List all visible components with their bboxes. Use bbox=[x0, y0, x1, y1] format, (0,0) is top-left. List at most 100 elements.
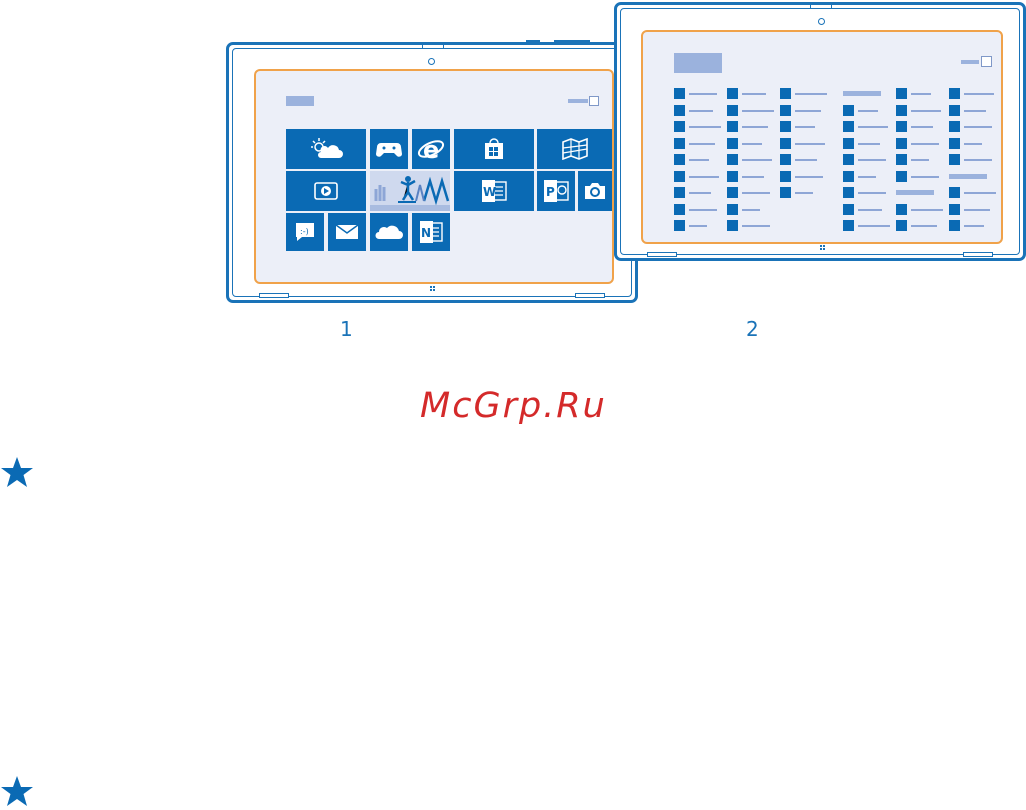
app-label[interactable] bbox=[858, 225, 890, 227]
app-icon[interactable] bbox=[843, 187, 854, 198]
app-label[interactable] bbox=[911, 143, 939, 145]
app-label[interactable] bbox=[964, 110, 986, 112]
app-label[interactable] bbox=[689, 159, 709, 161]
app-icon[interactable] bbox=[780, 105, 791, 116]
app-label[interactable] bbox=[858, 126, 888, 128]
app-icon[interactable] bbox=[843, 154, 854, 165]
app-icon[interactable] bbox=[727, 138, 738, 149]
app-label[interactable] bbox=[689, 143, 715, 145]
app-label[interactable] bbox=[911, 93, 931, 95]
app-label[interactable] bbox=[795, 93, 827, 95]
app-label[interactable] bbox=[964, 159, 992, 161]
app-icon[interactable] bbox=[896, 138, 907, 149]
windows-button-icon[interactable] bbox=[430, 286, 435, 291]
app-icon[interactable] bbox=[727, 154, 738, 165]
app-label[interactable] bbox=[858, 110, 878, 112]
app-icon[interactable] bbox=[674, 88, 685, 99]
app-label[interactable] bbox=[689, 225, 707, 227]
app-icon[interactable] bbox=[674, 138, 685, 149]
app-icon[interactable] bbox=[727, 204, 738, 215]
app-label[interactable] bbox=[742, 176, 764, 178]
tile-maps[interactable] bbox=[537, 129, 612, 169]
app-icon[interactable] bbox=[843, 204, 854, 215]
app-label[interactable] bbox=[964, 126, 992, 128]
app-label[interactable] bbox=[795, 126, 815, 128]
tile-store[interactable] bbox=[454, 129, 534, 169]
app-label[interactable] bbox=[742, 209, 760, 211]
app-label[interactable] bbox=[742, 143, 762, 145]
tile-video[interactable] bbox=[286, 171, 366, 211]
app-icon[interactable] bbox=[949, 220, 960, 231]
tile-powerpoint[interactable]: P bbox=[537, 171, 575, 211]
app-icon[interactable] bbox=[674, 171, 685, 182]
app-icon[interactable] bbox=[727, 171, 738, 182]
app-label[interactable] bbox=[689, 126, 721, 128]
app-icon[interactable] bbox=[949, 154, 960, 165]
app-icon[interactable] bbox=[896, 154, 907, 165]
app-icon[interactable] bbox=[896, 105, 907, 116]
app-icon[interactable] bbox=[674, 204, 685, 215]
app-icon[interactable] bbox=[674, 187, 685, 198]
app-icon[interactable] bbox=[674, 105, 685, 116]
app-icon[interactable] bbox=[843, 220, 854, 231]
app-icon[interactable] bbox=[727, 88, 738, 99]
app-icon[interactable] bbox=[780, 154, 791, 165]
app-label[interactable] bbox=[742, 192, 770, 194]
app-label[interactable] bbox=[742, 126, 768, 128]
app-label[interactable] bbox=[795, 176, 823, 178]
app-label[interactable] bbox=[964, 93, 994, 95]
app-icon[interactable] bbox=[949, 121, 960, 132]
tile-onenote[interactable]: N bbox=[412, 213, 450, 251]
windows-button-icon[interactable] bbox=[820, 245, 825, 250]
tile-onedrive[interactable] bbox=[370, 213, 408, 251]
app-label[interactable] bbox=[858, 143, 880, 145]
app-label[interactable] bbox=[689, 192, 711, 194]
app-icon[interactable] bbox=[843, 105, 854, 116]
app-icon[interactable] bbox=[896, 121, 907, 132]
app-icon[interactable] bbox=[727, 121, 738, 132]
app-label[interactable] bbox=[795, 192, 813, 194]
app-label[interactable] bbox=[742, 225, 770, 227]
app-label[interactable] bbox=[858, 209, 882, 211]
app-icon[interactable] bbox=[674, 121, 685, 132]
app-icon[interactable] bbox=[949, 105, 960, 116]
app-label[interactable] bbox=[742, 159, 772, 161]
app-label[interactable] bbox=[689, 209, 717, 211]
app-icon[interactable] bbox=[780, 88, 791, 99]
app-icon[interactable] bbox=[780, 187, 791, 198]
tile-word[interactable]: W bbox=[454, 171, 534, 211]
app-label[interactable] bbox=[964, 209, 990, 211]
app-icon[interactable] bbox=[727, 187, 738, 198]
app-label[interactable] bbox=[911, 225, 937, 227]
app-icon[interactable] bbox=[896, 220, 907, 231]
user-avatar[interactable] bbox=[589, 96, 599, 106]
app-label[interactable] bbox=[911, 176, 939, 178]
app-label[interactable] bbox=[911, 126, 933, 128]
app-icon[interactable] bbox=[896, 204, 907, 215]
app-icon[interactable] bbox=[674, 154, 685, 165]
app-label[interactable] bbox=[964, 143, 982, 145]
app-icon[interactable] bbox=[727, 105, 738, 116]
app-icon[interactable] bbox=[674, 220, 685, 231]
tile-xbox-games[interactable] bbox=[370, 129, 408, 169]
app-icon[interactable] bbox=[949, 187, 960, 198]
app-label[interactable] bbox=[689, 93, 717, 95]
app-label[interactable] bbox=[911, 209, 943, 211]
app-label[interactable] bbox=[964, 225, 984, 227]
app-icon[interactable] bbox=[949, 204, 960, 215]
user-avatar[interactable] bbox=[981, 56, 992, 67]
tile-internet-explorer[interactable]: e bbox=[412, 129, 450, 169]
app-icon[interactable] bbox=[949, 138, 960, 149]
tile-photo-tile[interactable] bbox=[370, 171, 450, 211]
app-label[interactable] bbox=[689, 176, 719, 178]
app-label[interactable] bbox=[795, 159, 817, 161]
app-label[interactable] bbox=[689, 110, 713, 112]
app-icon[interactable] bbox=[843, 171, 854, 182]
app-icon[interactable] bbox=[780, 138, 791, 149]
tile-mail[interactable] bbox=[328, 213, 366, 251]
app-icon[interactable] bbox=[949, 88, 960, 99]
app-label[interactable] bbox=[795, 110, 821, 112]
app-label[interactable] bbox=[858, 159, 886, 161]
tile-weather[interactable] bbox=[286, 129, 366, 169]
app-label[interactable] bbox=[858, 176, 876, 178]
